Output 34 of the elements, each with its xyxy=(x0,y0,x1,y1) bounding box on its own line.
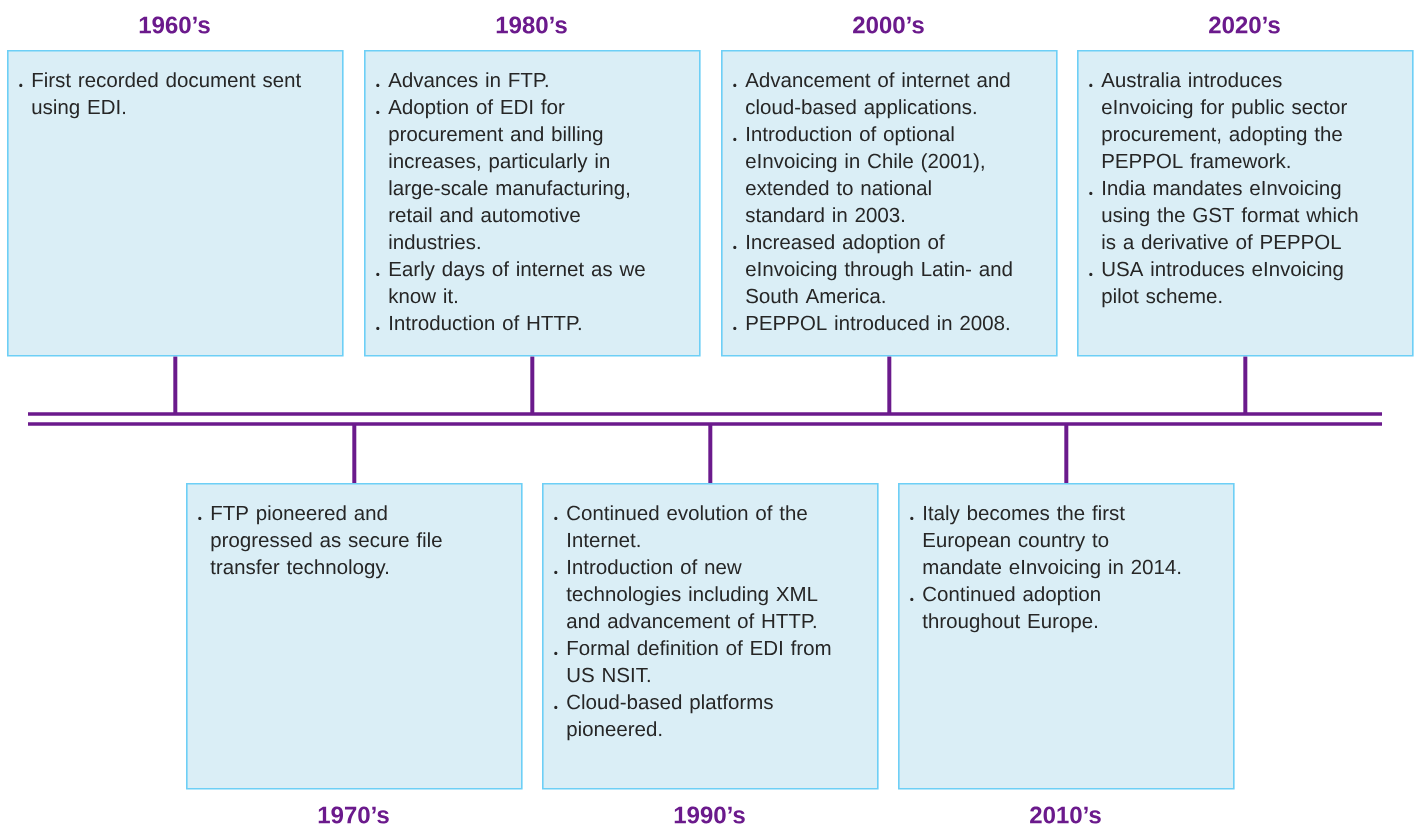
list-item: Continued adoption throughout Europe. xyxy=(910,586,1100,633)
list-item: First recorded document sent using EDI. xyxy=(19,72,302,119)
list-item: India mandates eInvoicing using the GST format which is a derivative of PEPPOL xyxy=(1089,180,1358,250)
decade-heading: 2000’s xyxy=(853,16,924,34)
decade-heading: 1990’s xyxy=(674,806,745,824)
decade-heading: 1960’s xyxy=(139,16,210,34)
decade-heading: 2010’s xyxy=(1030,806,1101,824)
list-item: Formal definition of EDI from US NSIT. xyxy=(554,640,831,683)
list-item: Adoption of EDI for procurement and billing increases, particularly in large-scale manufacturing, retail and automotive industries. xyxy=(376,99,629,250)
connector-line xyxy=(352,424,357,483)
connector-line xyxy=(530,356,535,414)
decade-heading: 2020’s xyxy=(1209,16,1280,34)
list-item: Early days of internet as we know it. xyxy=(376,261,645,304)
list-item: Cloud-based platforms pioneered. xyxy=(554,694,773,741)
list-item: PEPPOL introduced in 2008. xyxy=(733,315,1009,331)
connector-line xyxy=(1064,424,1069,483)
list-item: Advances in FTP. xyxy=(376,72,548,88)
timeline-bar xyxy=(28,412,1382,426)
list-item: Italy becomes the first European country to mandate eInvoicing in 2014. xyxy=(910,505,1181,579)
decade-heading: 1980’s xyxy=(496,16,567,34)
list-item: Australia introduces eInvoicing for public sector procurement, adopting the PEPPOL framework. xyxy=(1089,72,1347,169)
list-item: Introduction of new technologies including XML and advancement of HTTP. xyxy=(554,559,818,629)
connector-line xyxy=(173,356,178,414)
connector-line xyxy=(708,424,713,483)
list-item: FTP pioneered and progressed as secure file transfer technology. xyxy=(198,505,442,579)
connector-line xyxy=(887,356,892,414)
decade-heading: 1970’s xyxy=(318,806,389,824)
list-item: Increased adoption of eInvoicing through Latin- and South America. xyxy=(733,234,1012,304)
list-item: Introduction of HTTP. xyxy=(376,315,581,331)
list-item: Introduction of optional eInvoicing in Chile (2001), extended to national standard in 2003. xyxy=(733,126,984,223)
connector-line xyxy=(1243,356,1248,414)
list-item: Advancement of internet and cloud-based applications. xyxy=(733,72,1010,119)
list-item: Continued evolution of the Internet. xyxy=(554,505,807,548)
list-item: USA introduces eInvoicing pilot scheme. xyxy=(1089,261,1343,308)
